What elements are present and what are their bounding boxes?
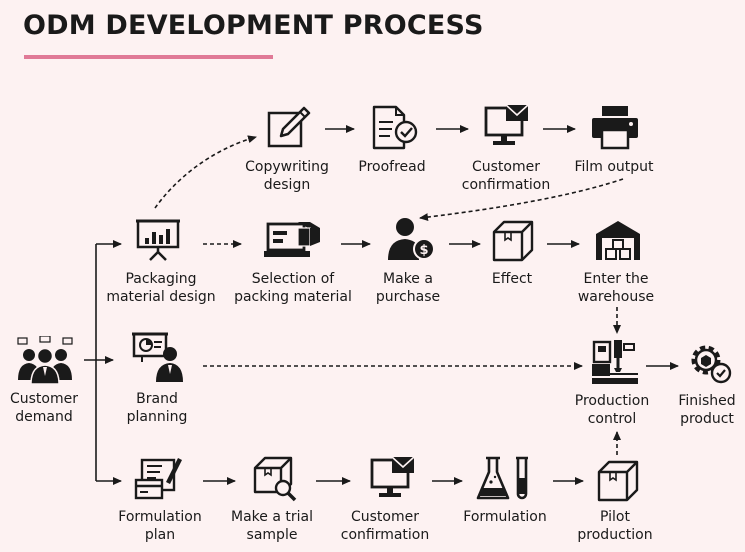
title-underline [24, 55, 273, 59]
presentation-chart-icon [136, 219, 180, 261]
box-icon [597, 460, 639, 502]
customer-group-icon [17, 336, 73, 384]
node-label-proofread: Proofread [358, 159, 426, 175]
node-label-make-trial-sample: Make a trial sample [231, 509, 313, 543]
box-icon [492, 220, 534, 262]
production-machine-icon [592, 340, 638, 384]
pen-edit-icon [267, 106, 311, 148]
node-label-selection-packing-material: Selection of packing material [234, 271, 352, 305]
node-label-brand-planning: Brand planning [126, 391, 188, 425]
node-label-formulation: Formulation [463, 509, 547, 525]
formula-card-icon [134, 458, 182, 500]
node-label-effect: Effect [491, 271, 533, 287]
printer-icon [592, 106, 638, 150]
node-label-formulation-plan: Formulation plan [118, 509, 202, 543]
lab-flask-icon [476, 456, 528, 500]
document-check-icon [372, 105, 418, 150]
arrow-packaging-to-copywriting [154, 135, 257, 209]
node-label-pilot-production: Pilot production [577, 509, 653, 543]
box-magnifier-icon [253, 456, 297, 502]
node-label-copywriting-design: Copywriting design [245, 159, 329, 193]
node-label-packaging-material-design: Packaging material design [106, 271, 216, 305]
node-label-make-purchase: Make a purchase [375, 271, 441, 305]
node-label-customer-demand: Customer demand [9, 391, 78, 425]
person-dollar-icon: $ [388, 218, 435, 260]
node-label-finished-product: Finished product [678, 393, 736, 427]
node-label-customer-confirmation-top: Customer confirmation [461, 159, 551, 193]
presenter-icon [132, 332, 183, 382]
gear-check-icon [691, 345, 732, 384]
node-label-enter-warehouse: Enter the warehouse [577, 271, 655, 305]
node-label-film-output: Film output [574, 159, 654, 175]
page-title: ODM DEVELOPMENT PROCESS [23, 10, 484, 41]
laptop-box-icon [264, 222, 320, 257]
warehouse-icon [596, 221, 640, 260]
svg-text:$: $ [419, 243, 428, 258]
node-label-customer-confirmation-bottom: Customer confirmation [340, 509, 430, 543]
computer-mail-icon [370, 456, 415, 497]
node-label-production-control: Production control [574, 393, 650, 427]
computer-mail-icon [484, 104, 529, 145]
